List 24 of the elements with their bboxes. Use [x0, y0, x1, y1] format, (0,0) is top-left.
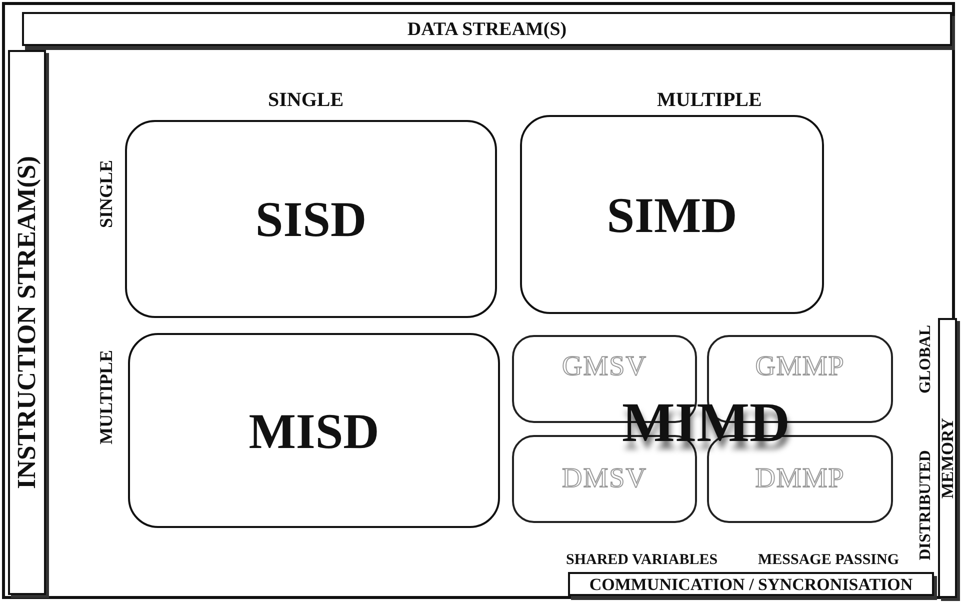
axis-label: MULTIPLE [97, 350, 115, 444]
category-box [125, 120, 497, 318]
category-label: DMMP [755, 465, 845, 493]
category-label: SIMD [606, 190, 738, 240]
axis-label: SINGLE [97, 160, 115, 228]
category-label: SISD [255, 194, 367, 244]
axis-title: DATA STREAM(S) [407, 20, 567, 38]
category-label: GMMP [755, 353, 845, 381]
category-box [520, 115, 824, 314]
axis-label: SINGLE [268, 90, 344, 110]
category-label: MISD [248, 406, 380, 456]
axis-title: INSTRUCTION STREAM(S) [14, 156, 40, 489]
category-box [128, 333, 500, 528]
axis-band [8, 50, 46, 595]
axis-title: COMMUNICATION / SYNCRONISATION [589, 576, 913, 592]
axis-label: GLOBAL [918, 325, 934, 394]
axis-label: SHARED VARIABLES [566, 553, 718, 568]
axis-label: DISTRIBUTED [918, 450, 934, 560]
axis-label: MESSAGE PASSING [758, 553, 900, 568]
axis-label: MULTIPLE [657, 90, 762, 110]
axis-title: MEMORY [939, 418, 956, 498]
category-label: GMSV [562, 353, 647, 381]
category-label: DMSV [562, 465, 647, 493]
axis-band [938, 318, 957, 598]
